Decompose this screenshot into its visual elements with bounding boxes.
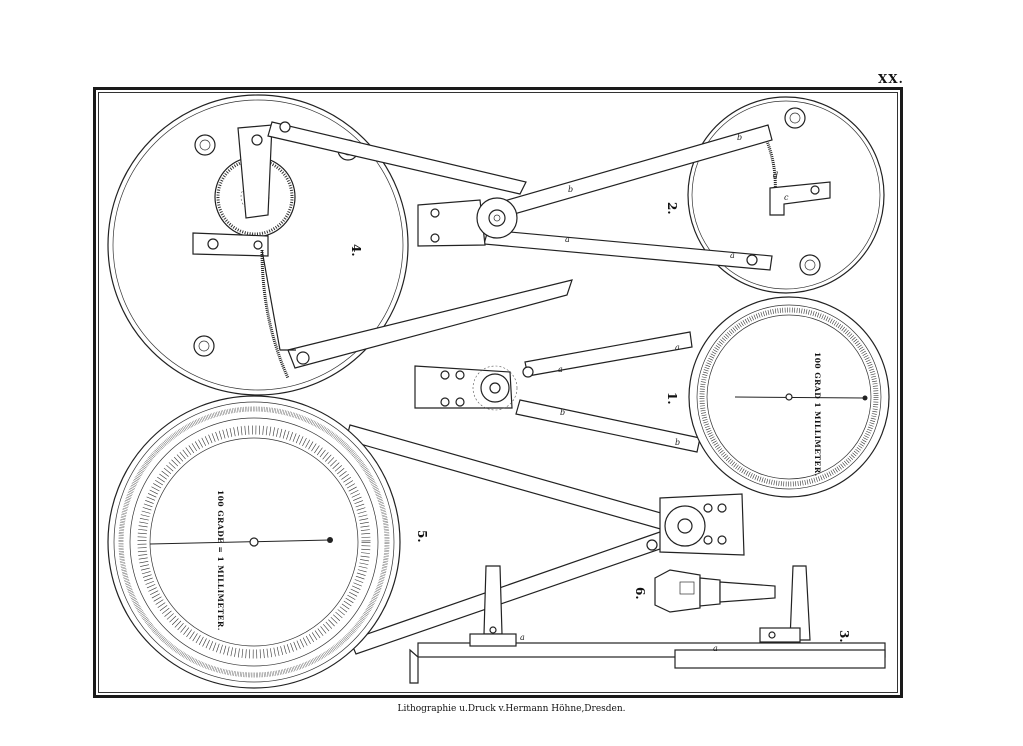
fig5-knurled-ring (118, 406, 390, 678)
fig4-arm-link (261, 249, 296, 351)
figure-3: a a 3. (409, 565, 886, 684)
fig6-label: 6. (633, 587, 647, 600)
lithographer-imprint: Lithographie u.Druck v.Hermann Höhne,Dre… (397, 704, 626, 714)
fig2-hinge-block (417, 199, 486, 247)
figure-2: b a a b d c 2. (417, 96, 885, 294)
fig6-cone-head (654, 569, 701, 613)
fig3-slide-block (674, 649, 886, 669)
fig5-needle (149, 539, 331, 545)
figure-4: 4. (107, 94, 573, 396)
fig4-lower-screw (207, 238, 219, 250)
plate-frame-inner (98, 92, 898, 693)
fig1-arm-b (515, 399, 701, 453)
fig3-label: 3. (837, 630, 851, 643)
fig2-disc-rim (691, 100, 881, 290)
fig2-label-a2: a (730, 251, 735, 260)
fig4-disc-rim (112, 99, 404, 391)
fig2-label-c: c (784, 193, 789, 202)
fig4-wheel-teeth (216, 158, 294, 236)
fig6-collar (699, 577, 721, 607)
fig3-label-a2: a (713, 644, 718, 653)
fig5-scale-ticks (137, 425, 371, 659)
figure-5: 100 GRADE = 1 MILLIMETER. 5. (107, 395, 745, 689)
fig2-label-b: b (568, 185, 573, 194)
fig2-hinge-screw (488, 209, 506, 227)
fig1-label-b2: b (560, 408, 565, 417)
plate-number: XX. (878, 72, 904, 86)
figure-1: 100 GRAD 1 MILLIMETER. a a b b 1. (414, 296, 890, 498)
fig4-clamp-screw (251, 134, 263, 146)
fig1-scale-label: 100 GRAD 1 MILLIMETER. (813, 352, 822, 477)
fig1-scale-ticks (699, 307, 879, 487)
fig3-end-stop (409, 648, 419, 684)
fig1-label: 1. (665, 392, 679, 405)
fig1-label-b: b (675, 438, 680, 447)
fig3-post-right (789, 565, 811, 641)
fig1-label-a2: a (558, 365, 563, 374)
fig4-lower-arm (287, 279, 573, 369)
fig1-arm-a (524, 331, 693, 377)
fig2-label-a: a (565, 235, 570, 244)
fig1-label-a: a (675, 343, 680, 352)
fig5-scale-label: 100 GRADE = 1 MILLIMETER. (216, 490, 225, 631)
fig4-pivot (253, 240, 263, 250)
figure-6: 6. (633, 569, 776, 613)
fig3-screw-block (759, 627, 801, 643)
fig6-shank (719, 581, 776, 603)
fig1-needle (734, 396, 866, 399)
fig3-post-left (483, 565, 503, 635)
fig4-upper-arm (267, 121, 527, 195)
fig2-label-b2: b (737, 133, 742, 142)
fig3-label-a: a (520, 633, 525, 642)
fig2-label: 2. (665, 202, 679, 215)
fig2-arm-a (483, 229, 773, 271)
fig4-label: 4. (349, 244, 363, 257)
fig4-upper-clamp (237, 124, 273, 219)
fig2-label-d: d (773, 171, 778, 180)
fig5-label: 5. (415, 530, 429, 543)
